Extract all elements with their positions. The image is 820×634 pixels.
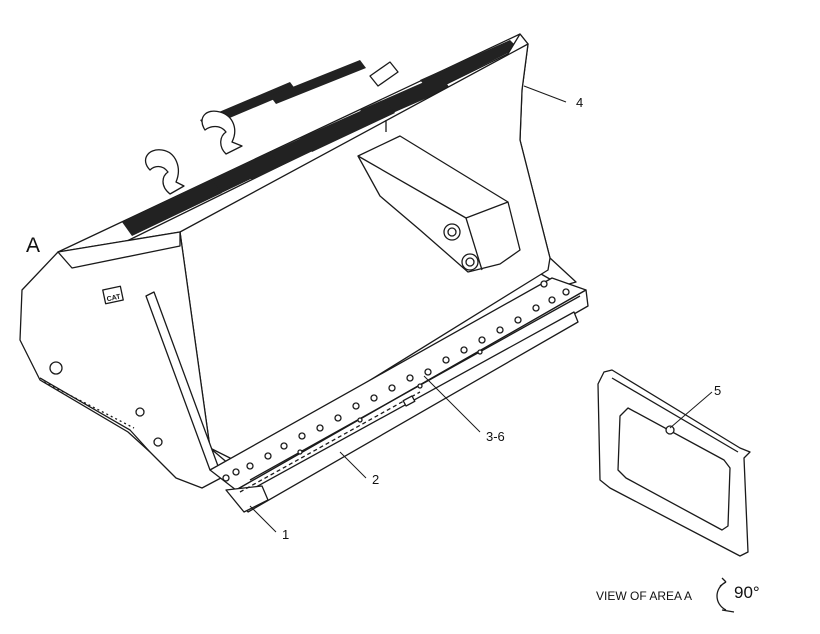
- detail-bolt: [665, 425, 675, 435]
- rotation-arrow-icon: [716, 577, 735, 613]
- leader-3-6: [423, 375, 481, 433]
- callout-1: 1: [282, 527, 289, 542]
- left-side-top: [57, 231, 181, 269]
- cat-logo-plate: [102, 285, 124, 305]
- leader-2: [339, 451, 367, 479]
- leader-1: [249, 505, 277, 533]
- hook-right: [201, 110, 243, 155]
- bolt-row: [222, 280, 570, 482]
- bucket-back-face: [179, 43, 551, 463]
- rotation-angle: 90°: [734, 583, 760, 602]
- side-boss: [49, 361, 63, 375]
- bucket-drawing: CAT: [19, 33, 589, 513]
- inner-gusset: [357, 135, 521, 273]
- view-a-detail: [597, 369, 751, 557]
- top-hatch-band: [122, 40, 518, 236]
- left-side-plate: [19, 231, 237, 489]
- callout-4: 4: [576, 95, 583, 110]
- end-bit: [225, 485, 269, 513]
- cat-logo-text: CAT: [106, 293, 122, 303]
- leader-4: [523, 85, 567, 103]
- callout-5: 5: [714, 383, 721, 398]
- detail-plate-inner-opening: [617, 407, 731, 531]
- gusset-boss-1: [443, 223, 461, 241]
- view-letter-a: A: [26, 234, 40, 257]
- callout-3-6: 3-6: [486, 429, 505, 444]
- hook-left: [145, 149, 185, 195]
- gusset-boss-2: [461, 253, 479, 271]
- leader-5: [669, 391, 713, 429]
- hook-bracket-right: [369, 61, 399, 87]
- view-caption: VIEW OF AREA A: [596, 589, 692, 603]
- edge-bolt-marker: [402, 395, 416, 407]
- leader-lines: [249, 85, 713, 533]
- callout-2: 2: [372, 472, 379, 487]
